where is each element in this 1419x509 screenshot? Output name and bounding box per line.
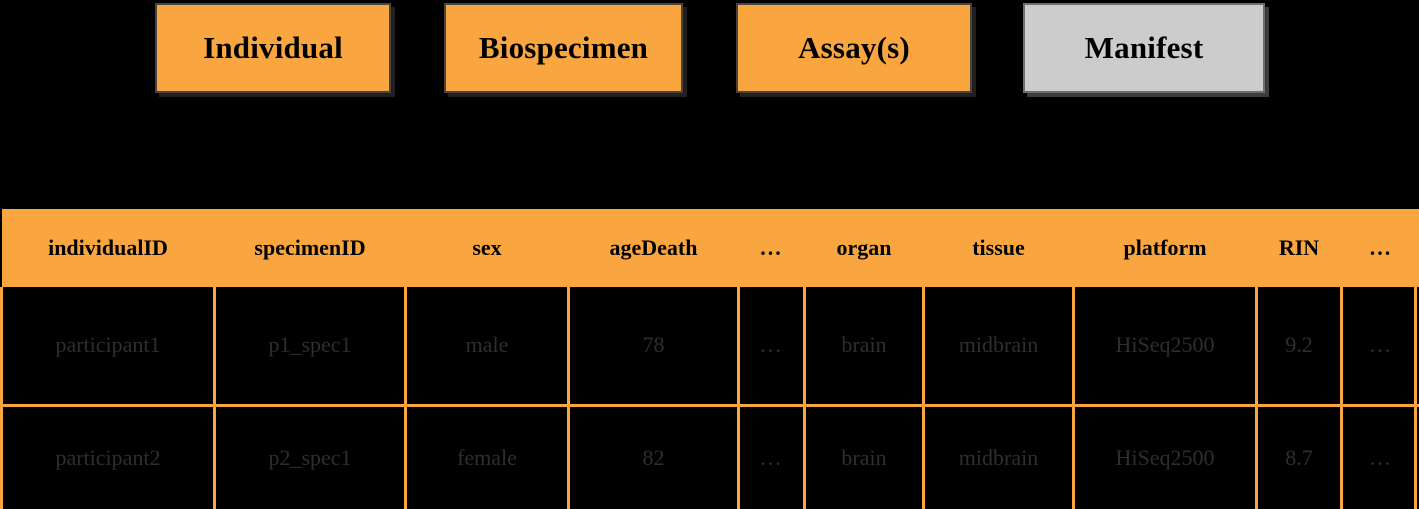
entity-box-biospecimen[interactable]: Biospecimen bbox=[444, 3, 683, 93]
cell-sex: male bbox=[404, 287, 570, 407]
cell-rin: 8.7 bbox=[1255, 405, 1343, 509]
manifest-grid: individualID specimenID sex ageDeath ...… bbox=[0, 209, 1419, 509]
column-header-organ[interactable]: organ bbox=[804, 209, 924, 287]
manifest-table-header: individualID specimenID sex ageDeath ...… bbox=[1, 209, 1419, 287]
table-row[interactable]: participant1 p1_spec1 male 78 ... brain … bbox=[0, 287, 1419, 407]
cell-tissue: midbrain bbox=[922, 287, 1075, 407]
manifest-table-body: participant1 p1_spec1 male 78 ... brain … bbox=[0, 287, 1419, 509]
cell-agedeath: 78 bbox=[567, 287, 740, 407]
entity-box-biospecimen-label: Biospecimen bbox=[478, 30, 649, 65]
cell-ellipsis-left: ... bbox=[737, 287, 806, 407]
cell-individualid: participant2 bbox=[0, 405, 216, 509]
cell-rin: 9.2 bbox=[1255, 287, 1343, 407]
cell-platform: HiSeq2500 bbox=[1072, 287, 1258, 407]
manifest-table: individualID specimenID sex ageDeath ...… bbox=[0, 209, 1419, 509]
entity-box-manifest[interactable]: Manifest bbox=[1023, 3, 1265, 93]
cell-organ: brain bbox=[803, 405, 925, 509]
table-header-row: individualID specimenID sex ageDeath ...… bbox=[1, 209, 1419, 287]
entity-box-individual[interactable]: Individual bbox=[155, 3, 391, 93]
cell-sex: female bbox=[404, 405, 570, 509]
column-header-sex[interactable]: sex bbox=[405, 209, 569, 287]
cell-tissue: midbrain bbox=[922, 405, 1075, 509]
column-header-individualid[interactable]: individualID bbox=[1, 209, 215, 287]
cell-agedeath: 82 bbox=[567, 405, 740, 509]
column-header-ellipsis-right: ... bbox=[1341, 209, 1419, 287]
entity-box-assays-label: Assay(s) bbox=[798, 30, 910, 65]
cell-ellipsis-left: ... bbox=[737, 405, 806, 509]
entity-box-assays[interactable]: Assay(s) bbox=[736, 3, 972, 93]
column-header-specimenid[interactable]: specimenID bbox=[214, 209, 406, 287]
entity-box-individual-label: Individual bbox=[203, 30, 343, 65]
table-row[interactable]: participant2 p2_spec1 female 82 ... brai… bbox=[0, 405, 1419, 509]
entity-box-row: Individual Biospecimen Assay(s) Manifest bbox=[0, 0, 1419, 100]
cell-platform: HiSeq2500 bbox=[1072, 405, 1258, 509]
column-header-ellipsis-left: ... bbox=[738, 209, 805, 287]
column-header-agedeath[interactable]: ageDeath bbox=[568, 209, 739, 287]
cell-specimenid: p2_spec1 bbox=[213, 405, 407, 509]
cell-ellipsis-right: ... bbox=[1340, 405, 1419, 509]
cell-organ: brain bbox=[803, 287, 925, 407]
column-header-rin[interactable]: RIN bbox=[1256, 209, 1342, 287]
cell-specimenid: p1_spec1 bbox=[213, 287, 407, 407]
column-header-platform[interactable]: platform bbox=[1073, 209, 1257, 287]
column-header-tissue[interactable]: tissue bbox=[923, 209, 1074, 287]
cell-ellipsis-right: ... bbox=[1340, 287, 1419, 407]
entity-box-manifest-label: Manifest bbox=[1084, 30, 1204, 65]
cell-individualid: participant1 bbox=[0, 287, 216, 407]
